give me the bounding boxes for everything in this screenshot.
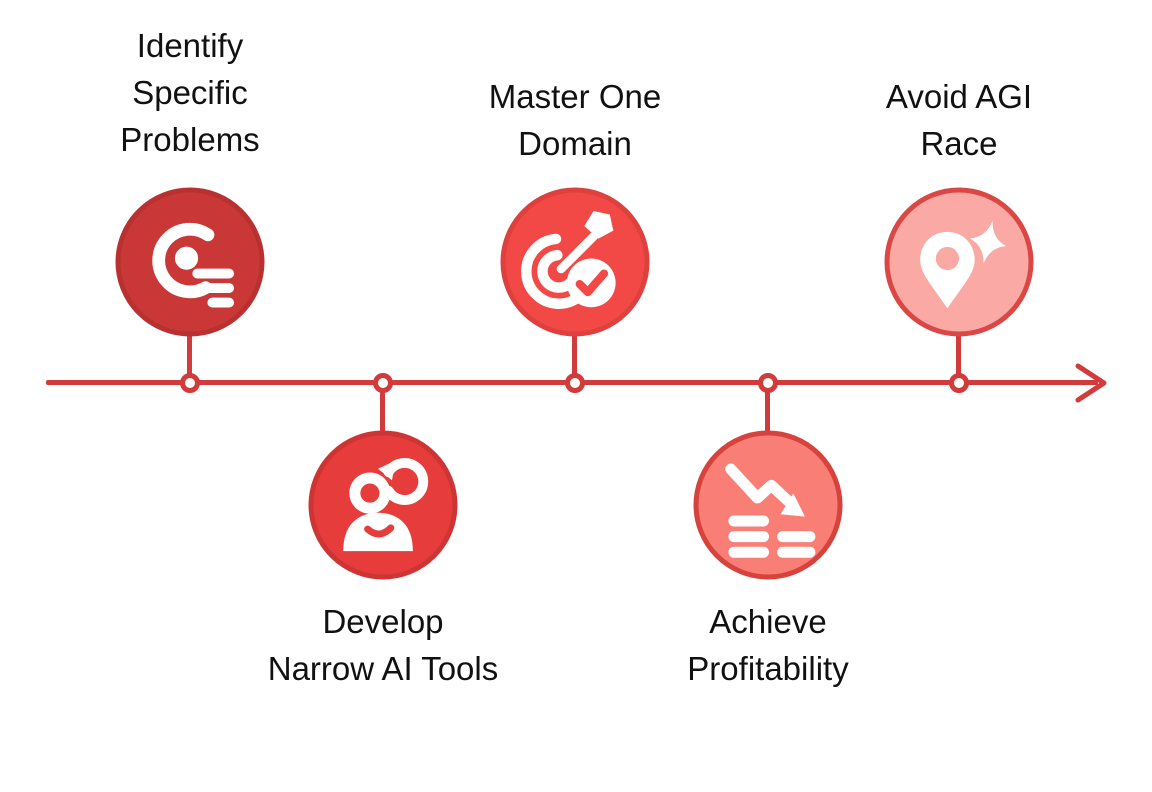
arrowhead-icon [1075, 363, 1107, 403]
disc-scan-glyph [152, 222, 235, 308]
stem [765, 390, 770, 435]
location-sparkle-icon [884, 187, 1034, 337]
timeline-connector-dot [949, 373, 969, 393]
node-label: Master One Domain [488, 78, 662, 162]
user-refresh-icon [308, 430, 458, 580]
arrowhead-chevron [1075, 363, 1107, 403]
stem [380, 390, 385, 435]
node-label: Achieve Profitability [687, 603, 849, 687]
stem [572, 332, 577, 376]
timeline-connector-dot [565, 373, 585, 393]
target-dart-check-glyph [521, 210, 616, 309]
trend-down-report-glyph [725, 463, 816, 558]
stem [187, 332, 192, 376]
node-label: Identify Specific Problems [120, 27, 260, 158]
trend-down-report-icon [693, 430, 843, 580]
target-dart-check-icon [500, 187, 650, 337]
timeline-connector-dot [373, 373, 393, 393]
node-label: Avoid AGI Race [885, 78, 1033, 162]
timeline-connector-dot [758, 373, 778, 393]
user-refresh-glyph [343, 458, 429, 552]
timeline-connector-dot [180, 373, 200, 393]
stem [956, 332, 961, 376]
disc-scan-icon [115, 187, 265, 337]
node-label: Develop Narrow AI Tools [267, 603, 499, 687]
location-sparkle-glyph [920, 220, 1007, 309]
